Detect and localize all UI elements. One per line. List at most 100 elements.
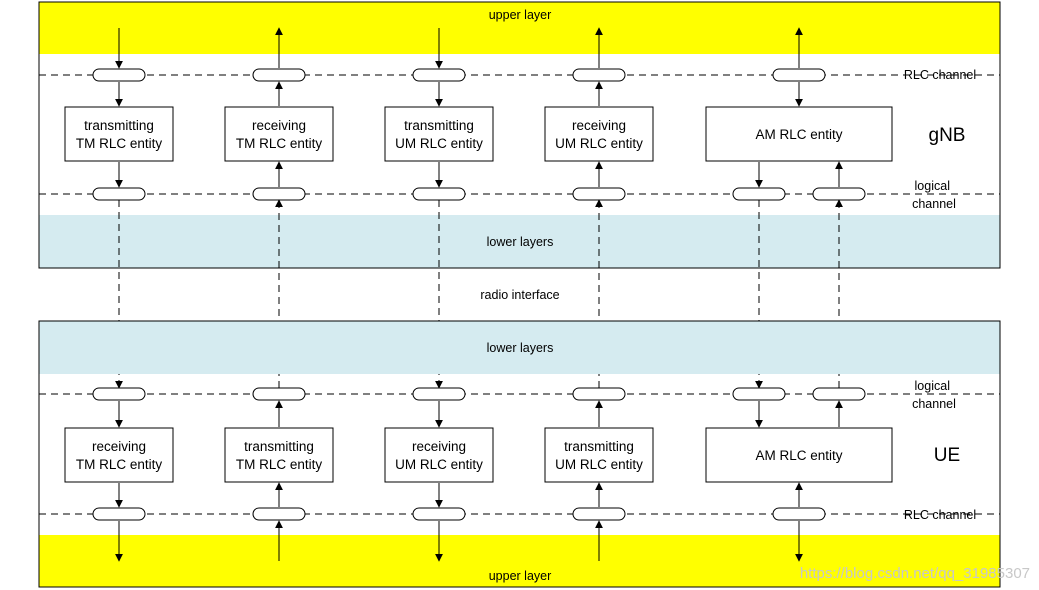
gnb-logical-port-4 xyxy=(572,187,626,201)
ue-lower-layers-label: lower layers xyxy=(487,341,554,355)
ue-am-logical-port-1 xyxy=(732,387,786,401)
gnb-logical-port-3 xyxy=(412,187,466,201)
ue-rlc-port-3 xyxy=(412,507,466,521)
gnb-entity-2-box xyxy=(224,106,334,162)
ue-entity-1: receiving TM RLC entity xyxy=(64,427,174,483)
watermark-text: https://blog.csdn.net/qq_31985307 xyxy=(800,565,1030,582)
gnb-upper-layer-label: upper layer xyxy=(489,8,552,22)
gnb-entity-4: receiving UM RLC entity xyxy=(544,106,654,162)
gnb-label: gNB xyxy=(929,125,966,146)
gnb-rlc-port-4 xyxy=(572,68,626,82)
ue-entity-2-line-2: TM RLC entity xyxy=(236,457,323,472)
ue-logical-port-3 xyxy=(412,387,466,401)
gnb-section: upper layer lower layers gNB RLC channel… xyxy=(38,1,1001,269)
gnb-logical-channel-line-2: channel xyxy=(912,197,956,211)
ue-section: lower layers upper layer UE RLC channel … xyxy=(38,320,1001,588)
gnb-rlc-port-1 xyxy=(92,68,146,82)
ue-upper-layer-label: upper layer xyxy=(489,569,552,583)
gnb-lower-layers-band xyxy=(39,215,1000,268)
gnb-entity-4-box xyxy=(544,106,654,162)
ue-entity-4-line-1: transmitting xyxy=(564,439,634,454)
ue-entity-1-line-1: receiving xyxy=(92,439,146,454)
gnb-entity-5-line-1: AM RLC entity xyxy=(755,127,842,142)
gnb-channel-lines xyxy=(39,74,1000,195)
gnb-entity-5: AM RLC entity xyxy=(705,106,893,162)
ue-entity-5-box xyxy=(705,427,893,483)
ue-entity-3-line-2: UM RLC entity xyxy=(395,457,483,472)
ue-lower-layers-band xyxy=(39,321,1000,374)
gnb-entity-5-box xyxy=(705,106,893,162)
gnb-logical-port-2 xyxy=(252,187,306,201)
ue-entities: receiving TM RLC entity transmitting TM RLC… xyxy=(64,427,893,483)
ue-entity-2: transmitting TM RLC entity xyxy=(224,427,334,483)
ue-label: UE xyxy=(934,445,960,466)
ue-am-rlc-port xyxy=(772,507,826,521)
gnb-entity-1-label: transmitting TM RLC entity xyxy=(76,118,163,151)
ue-am-logical-port-2 xyxy=(812,387,866,401)
ue-entity-1-box xyxy=(64,427,174,483)
gnb-entity-2-label: receiving TM RLC entity xyxy=(236,118,323,151)
gnb-entity-1: transmitting TM RLC entity xyxy=(64,106,174,162)
ue-entity-4-label: transmitting UM RLC entity xyxy=(555,439,643,472)
gnb-entity-5-label: AM RLC entity xyxy=(755,127,842,142)
ue-entity-2-label: transmitting TM RLC entity xyxy=(236,439,323,472)
ue-entity-3-box xyxy=(384,427,494,483)
gnb-logical-port-1 xyxy=(92,187,146,201)
ue-rlc-channel-label: RLC channel xyxy=(904,508,976,522)
gnb-entity-2-line-2: TM RLC entity xyxy=(236,136,323,151)
gnb-logical-channel-label: logical channel xyxy=(912,179,956,211)
ue-logical-port-4 xyxy=(572,387,626,401)
radio-interface-label: radio interface xyxy=(480,288,559,302)
ue-entity-5-line-1: AM RLC entity xyxy=(755,448,842,463)
ue-entity-4-box xyxy=(544,427,654,483)
gnb-lower-layers-label: lower layers xyxy=(487,235,554,249)
gnb-entity-1-box xyxy=(64,106,174,162)
gnb-entity-1-line-2: TM RLC entity xyxy=(76,136,163,151)
ue-frame xyxy=(38,320,1001,588)
gnb-rlc-port-2 xyxy=(252,68,306,82)
gnb-rlc-port-3 xyxy=(412,68,466,82)
gnb-am-logical-port-2 xyxy=(812,187,866,201)
ue-logical-channel-line-2: channel xyxy=(912,397,956,411)
gnb-logical-channel-line-1: logical xyxy=(915,179,950,193)
gnb-entity-2-line-1: receiving xyxy=(252,118,306,133)
ue-logical-channel-line-1: logical xyxy=(915,379,950,393)
gnb-upper-layer-band xyxy=(39,2,1000,54)
gnb-entity-3-box xyxy=(384,106,494,162)
ue-entity-2-box xyxy=(224,427,334,483)
ue-entity-5: AM RLC entity xyxy=(705,427,893,483)
ue-upper-layer-band xyxy=(39,535,1000,587)
ue-entity-1-line-2: TM RLC entity xyxy=(76,457,163,472)
ue-entity-1-label: receiving TM RLC entity xyxy=(76,439,163,472)
ue-logical-channel-label: logical channel xyxy=(912,379,956,411)
gnb-entity-3: transmitting UM RLC entity xyxy=(384,106,494,162)
gnb-frame xyxy=(38,1,1001,269)
ue-entity-3: receiving UM RLC entity xyxy=(384,427,494,483)
gnb-entity-2: receiving TM RLC entity xyxy=(224,106,334,162)
ue-logical-port-2 xyxy=(252,387,306,401)
ue-arrows xyxy=(115,400,843,562)
gnb-arrows xyxy=(115,27,843,188)
gnb-entities: transmitting TM RLC entity receiving TM RLC… xyxy=(64,106,893,162)
ue-entity-3-line-1: receiving xyxy=(412,439,466,454)
gnb-entity-4-line-2: UM RLC entity xyxy=(555,136,643,151)
ue-rlc-port-2 xyxy=(252,507,306,521)
gnb-entity-3-line-2: UM RLC entity xyxy=(395,136,483,151)
gnb-entity-4-label: receiving UM RLC entity xyxy=(555,118,643,151)
ue-rlc-port-4 xyxy=(572,507,626,521)
ue-rlc-port-1 xyxy=(92,507,146,521)
ue-logical-port-1 xyxy=(92,387,146,401)
gnb-entity-4-line-1: receiving xyxy=(572,118,626,133)
ue-entity-4-line-2: UM RLC entity xyxy=(555,457,643,472)
gnb-entity-3-line-1: transmitting xyxy=(404,118,474,133)
ue-entity-3-label: receiving UM RLC entity xyxy=(395,439,483,472)
ue-entity-4: transmitting UM RLC entity xyxy=(544,427,654,483)
gnb-entity-1-line-1: transmitting xyxy=(84,118,154,133)
ue-entity-2-line-1: transmitting xyxy=(244,439,314,454)
ue-entity-5-label: AM RLC entity xyxy=(755,448,842,463)
gnb-entity-3-label: transmitting UM RLC entity xyxy=(395,118,483,151)
gnb-ports xyxy=(92,68,866,201)
ue-channel-lines xyxy=(39,393,1000,515)
gnb-am-logical-port-1 xyxy=(732,187,786,201)
